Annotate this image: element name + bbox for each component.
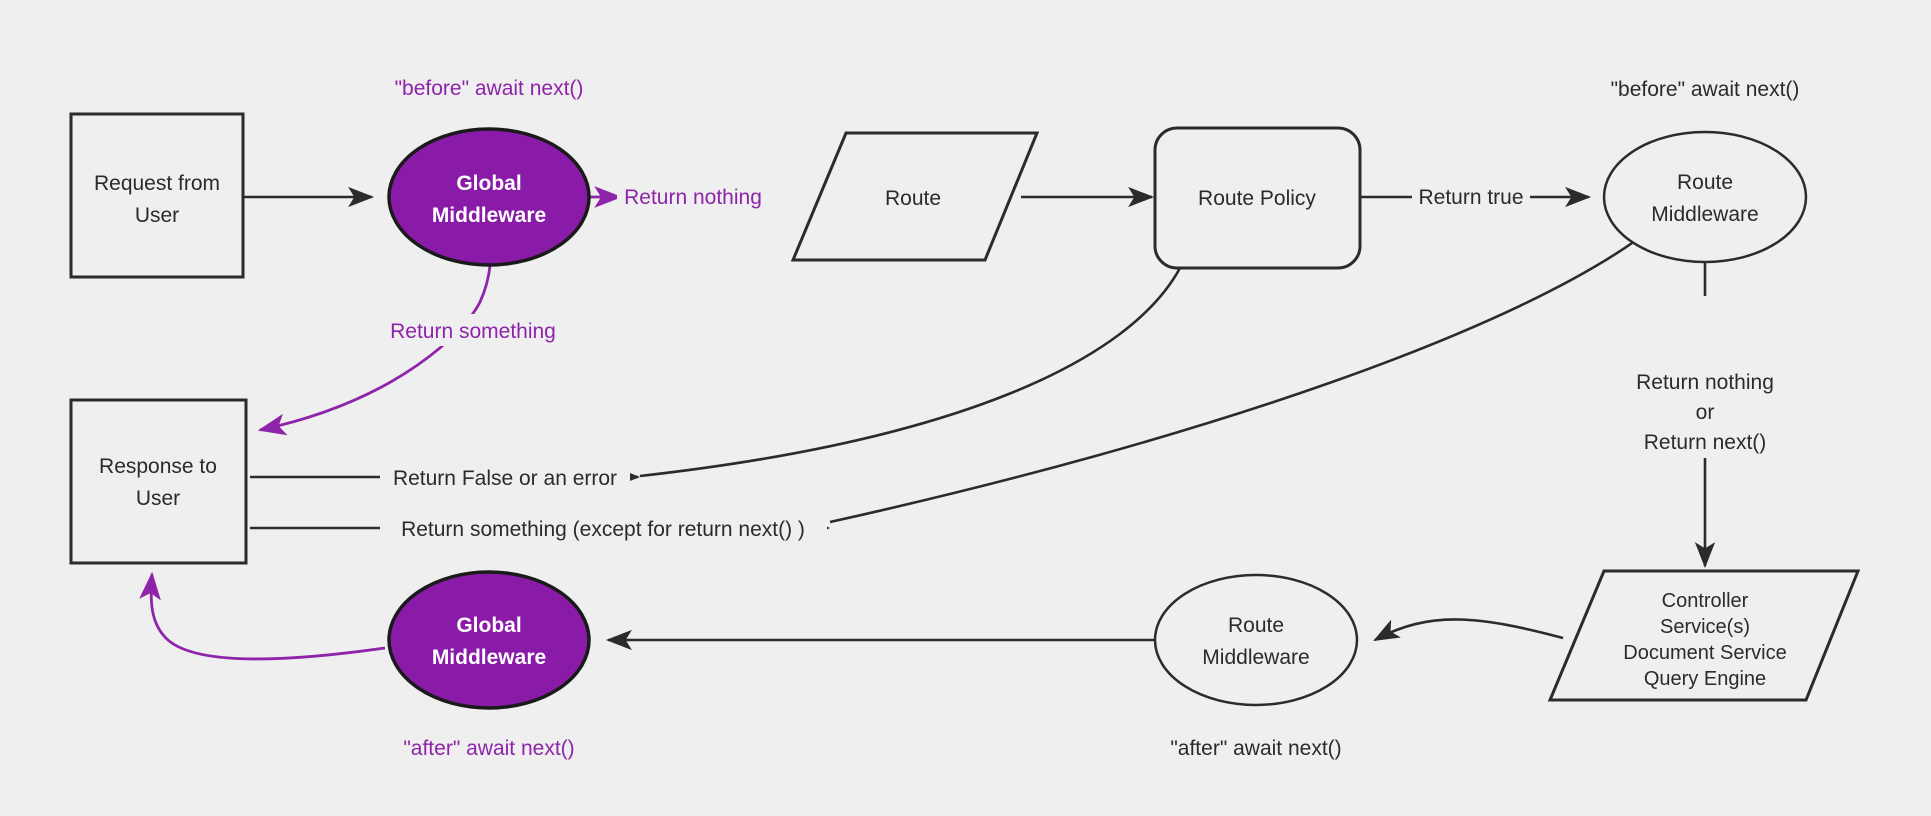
annotation-after-await-next-route: "after" await next()	[1170, 737, 1341, 760]
route-label: Route	[885, 187, 941, 210]
node-request-from-user[interactable]: Request from User	[69, 112, 245, 279]
node-route-middleware-top[interactable]: Route Middleware	[1602, 130, 1808, 264]
global-middleware-top-label-line1: Global	[456, 172, 521, 195]
node-route-policy[interactable]: Route Policy	[1153, 126, 1362, 270]
edge-label-return-nothing-line1: Return nothing	[1636, 371, 1774, 394]
label-plate-return-nothing	[617, 180, 770, 212]
route-middleware-top-label-line1: Route	[1677, 171, 1733, 194]
label-plate-return-something-except	[380, 512, 827, 544]
response-to-user-label-line1: Response to	[99, 455, 217, 478]
edge-label-return-false-or-error: Return False or an error	[393, 467, 617, 490]
node-route[interactable]: Route	[790, 131, 1040, 262]
request-from-user-shape	[69, 112, 245, 279]
controller-label-line1: Controller	[1662, 590, 1749, 612]
route-middleware-bottom-shape	[1153, 573, 1359, 707]
route-middleware-bottom-label-line2: Middleware	[1202, 646, 1309, 669]
route-middleware-top-shape	[1602, 130, 1808, 264]
controller-label-line2: Service(s)	[1660, 616, 1750, 638]
request-from-user-label-line2: User	[135, 204, 179, 227]
route-policy-shape	[1153, 126, 1362, 270]
route-shape	[790, 131, 1040, 262]
route-policy-label: Route Policy	[1198, 187, 1316, 210]
route-middleware-bottom-label-line1: Route	[1228, 614, 1284, 637]
annotation-before-await-next-route: "before" await next()	[1611, 78, 1800, 101]
route-middleware-top-label-line2: Middleware	[1651, 203, 1758, 226]
global-middleware-bottom-label-line2: Middleware	[432, 646, 546, 669]
request-from-user-label-line1: Request from	[94, 172, 220, 195]
global-middleware-top-label-line2: Middleware	[432, 204, 546, 227]
controller-shape	[1547, 569, 1861, 702]
edge-label-return-nothing-line2: or	[1696, 401, 1715, 424]
node-global-middleware-top[interactable]: Global Middleware	[387, 127, 591, 267]
global-middleware-bottom-shape	[387, 570, 591, 710]
edge-route-policy-to-response-false	[639, 267, 1182, 478]
global-middleware-top-shape	[387, 127, 591, 267]
label-plate-return-false	[380, 461, 630, 493]
annotations-layer: "before" await next() "before" await nex…	[395, 77, 1800, 760]
controller-label-line3: Document Service	[1623, 642, 1786, 664]
node-response-to-user[interactable]: Response to User	[69, 398, 248, 565]
controller-label-line4: Query Engine	[1644, 668, 1766, 690]
edge-labels-layer: Return nothing Return something Return t…	[380, 180, 1774, 544]
node-controller[interactable]: Controller Service(s) Document Service Q…	[1547, 569, 1861, 702]
label-plate-return-true	[1412, 180, 1530, 212]
node-route-middleware-bottom[interactable]: Route Middleware	[1153, 573, 1359, 707]
edge-label-return-something-except: Return something (except for return next…	[401, 518, 805, 541]
edge-controller-to-route-middleware-bottom	[1373, 618, 1564, 642]
edge-label-return-nothing-line3: Return next()	[1644, 431, 1767, 454]
label-plate-return-something	[381, 314, 565, 346]
edge-route-middleware-to-response-something	[829, 228, 1651, 524]
node-global-middleware-bottom[interactable]: Global Middleware	[387, 570, 591, 710]
response-to-user-shape	[69, 398, 248, 565]
global-middleware-bottom-label-line1: Global	[456, 614, 521, 637]
edge-label-return-something: Return something	[390, 320, 556, 343]
edge-global-middleware-bottom-to-response	[139, 571, 386, 661]
annotation-before-await-next-global: "before" await next()	[395, 77, 584, 100]
response-to-user-label-line2: User	[136, 487, 180, 510]
annotation-after-await-next-global: "after" await next()	[403, 737, 574, 760]
edge-label-return-true: Return true	[1418, 186, 1523, 209]
edge-label-return-nothing: Return nothing	[624, 186, 762, 209]
